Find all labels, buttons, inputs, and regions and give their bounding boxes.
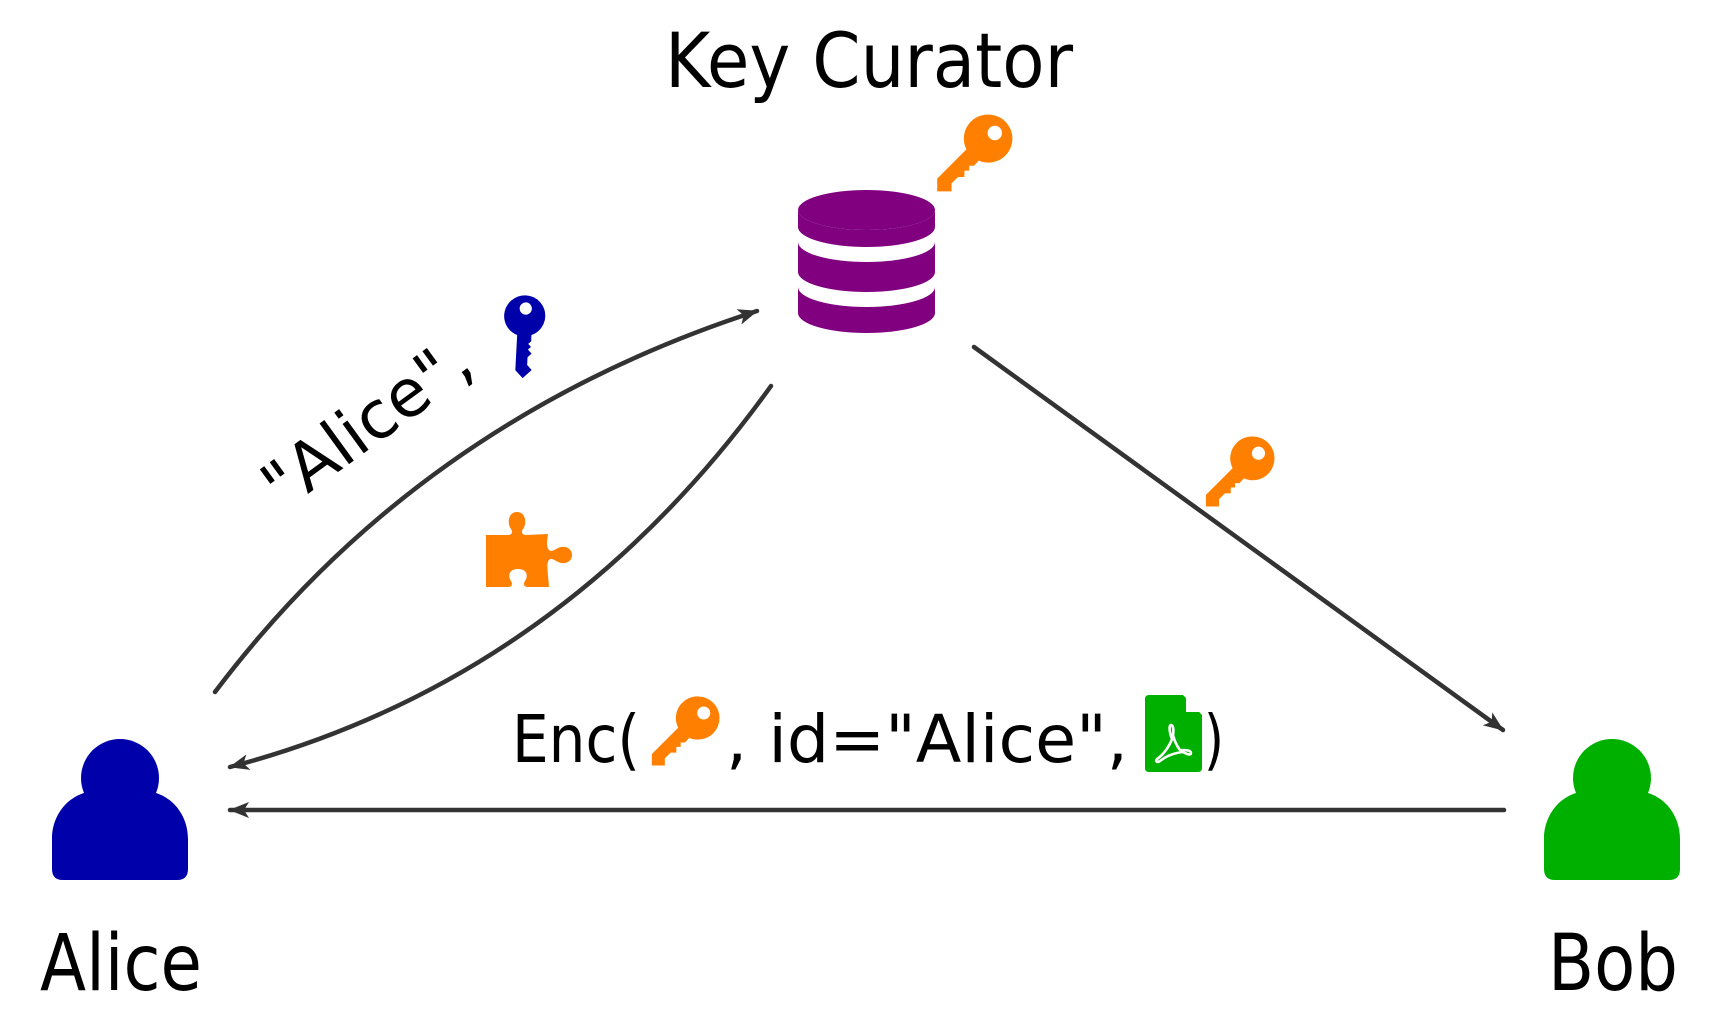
encryption-label: Enc( , id="Alice", ) xyxy=(512,695,1224,778)
bob-node[interactable]: Bob xyxy=(1544,739,1680,1009)
enc-key-icon xyxy=(651,696,720,766)
curator-node[interactable] xyxy=(798,114,1013,333)
enc-suffix: ) xyxy=(1204,701,1224,778)
enc-middle: , id="Alice", xyxy=(726,701,1128,778)
puzzle-piece-icon xyxy=(486,512,572,587)
database-icon xyxy=(798,190,935,333)
alice-node[interactable]: Alice xyxy=(40,739,202,1009)
bob-label: Bob xyxy=(1548,919,1678,1009)
edge-curator-to-bob xyxy=(971,344,1506,733)
pdf-file-icon xyxy=(1145,695,1202,772)
edge-alice-to-curator xyxy=(212,308,760,695)
alice-user-icon xyxy=(52,739,188,880)
bob-key-icon xyxy=(1205,436,1275,507)
alice-public-key-icon xyxy=(478,286,571,379)
curator-key-icon xyxy=(937,114,1013,192)
bob-user-icon xyxy=(1544,739,1680,880)
alice-label: Alice xyxy=(40,919,202,1009)
enc-prefix: Enc( xyxy=(512,701,640,778)
alice-request-label: "Alice", xyxy=(247,322,486,525)
edge-curator-to-alice xyxy=(227,383,774,770)
curator-label: Key Curator xyxy=(665,16,1074,105)
